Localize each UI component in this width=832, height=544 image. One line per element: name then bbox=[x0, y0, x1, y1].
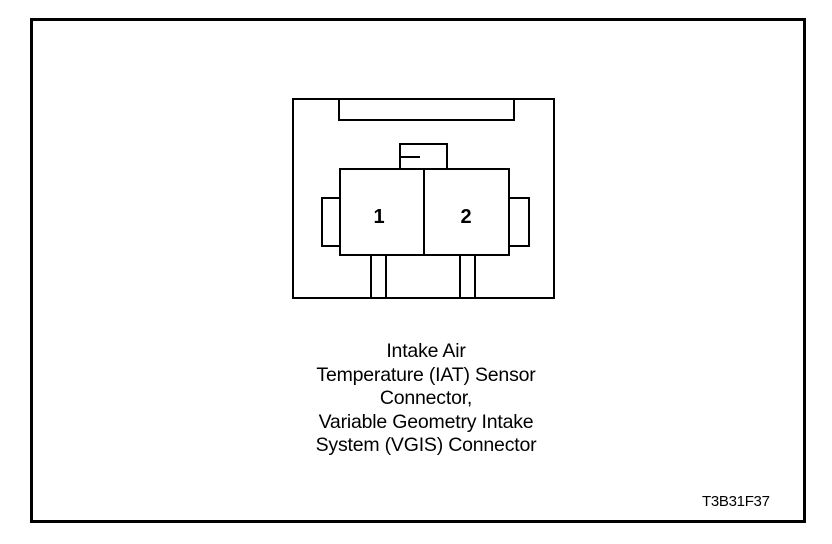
caption-line-2: Temperature (IAT) Sensor bbox=[316, 363, 536, 386]
pin-2-label: 2 bbox=[460, 206, 471, 228]
diagram-caption: Intake Air Temperature (IAT) Sensor Conn… bbox=[226, 340, 626, 458]
caption-line-1: Intake Air bbox=[386, 340, 466, 362]
connector-side-tab-left bbox=[321, 197, 340, 247]
connector-housing bbox=[292, 98, 555, 299]
caption-line-4: Variable Geometry Intake bbox=[318, 410, 534, 433]
pin-1-label: 1 bbox=[373, 206, 384, 228]
diagram-frame bbox=[30, 18, 806, 523]
caption-line-3: Connector, bbox=[379, 387, 473, 409]
connector-top-slot bbox=[338, 99, 515, 121]
connector-side-tab-right bbox=[509, 197, 530, 247]
figure-id: T3B31F37 bbox=[702, 493, 770, 510]
caption-line-5: System (VGIS) Connector bbox=[315, 434, 537, 456]
